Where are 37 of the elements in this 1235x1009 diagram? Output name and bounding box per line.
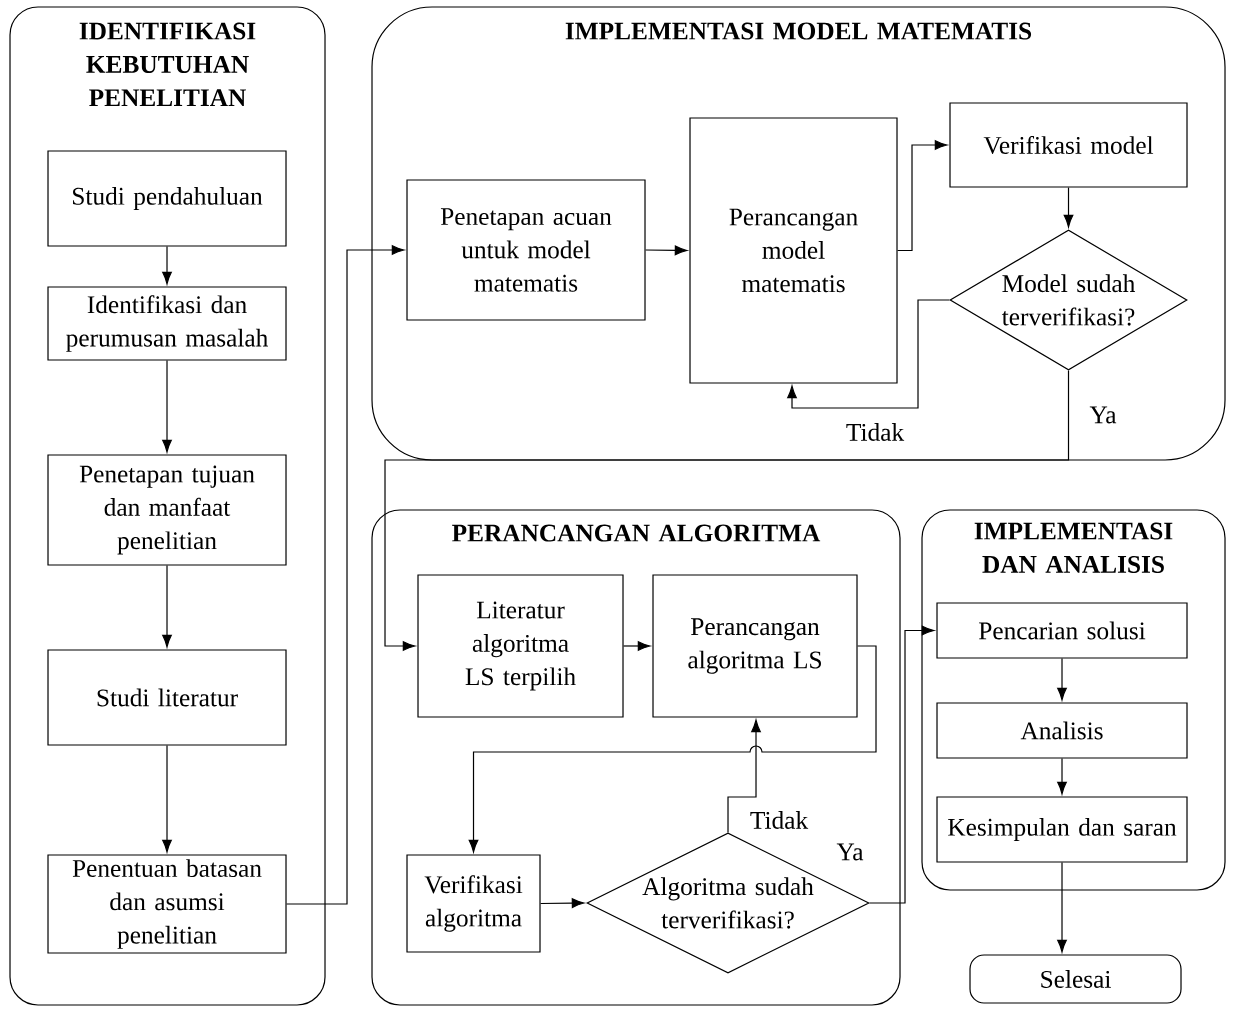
edge-label: Ya bbox=[835, 842, 865, 862]
arrow bbox=[162, 745, 172, 853]
process-box: Penetapan acuan untuk model matematis bbox=[406, 179, 646, 321]
arrow bbox=[162, 360, 172, 453]
process-box: Studi literatur bbox=[47, 649, 287, 746]
arrow bbox=[727, 719, 761, 833]
process-box: Penentuan batasan dan asumsi penelitian bbox=[47, 854, 287, 954]
process-box: Perancangan model matematis bbox=[689, 117, 898, 384]
edge-label: Tidak bbox=[844, 421, 906, 443]
process-box: Perancangan algoritma LS bbox=[652, 574, 858, 718]
edge-label: Ya bbox=[1088, 405, 1118, 425]
edge-label: Tidak bbox=[748, 809, 810, 831]
process-box: Verifikasi algoritma bbox=[406, 854, 541, 953]
arrow bbox=[162, 565, 172, 648]
process-box: Verifikasi model bbox=[949, 102, 1188, 188]
process-box: Literatur algoritma LS terpilih bbox=[417, 574, 624, 718]
arrow bbox=[162, 246, 172, 285]
arrow bbox=[384, 370, 1070, 651]
arrow bbox=[1063, 187, 1074, 228]
arrow bbox=[468, 645, 877, 853]
arrow bbox=[897, 140, 948, 252]
arrow bbox=[1057, 862, 1067, 953]
arrow bbox=[787, 299, 950, 409]
arrow bbox=[623, 641, 651, 651]
arrow bbox=[645, 245, 688, 256]
process-box: Studi pendahuluan bbox=[47, 150, 287, 247]
terminal-box: Selesai bbox=[969, 954, 1182, 1004]
arrow bbox=[286, 245, 405, 905]
arrow bbox=[869, 625, 935, 904]
arrow bbox=[1057, 758, 1067, 795]
process-box: Identifikasi dan perumusan masalah bbox=[47, 286, 287, 361]
arrow bbox=[1057, 658, 1067, 701]
process-box: Analisis bbox=[936, 702, 1188, 759]
process-box: Pencarian solusi bbox=[936, 602, 1188, 659]
arrow bbox=[540, 898, 585, 909]
process-box: Penetapan tujuan dan manfaat penelitian bbox=[47, 454, 287, 566]
process-box: Kesimpulan dan saran bbox=[936, 796, 1188, 863]
